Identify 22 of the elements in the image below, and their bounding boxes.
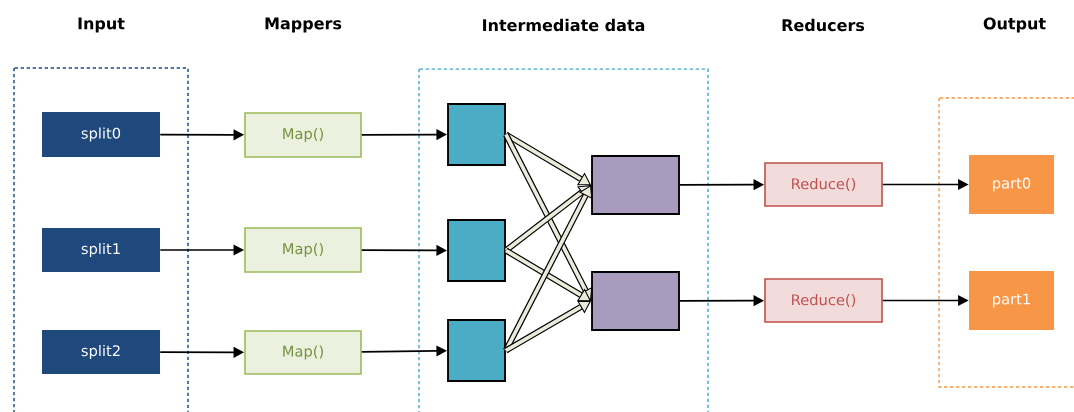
shuffle-arrow [503,133,593,301]
intermediate-data-box [447,219,506,282]
output-part-box: part1 [969,271,1054,330]
column-heading: Mappers [265,17,342,33]
reduce-function-box: Reduce() [764,278,883,323]
input-split-box: split1 [42,228,160,272]
output-part-box: part0 [969,155,1054,214]
column-heading: Reducers [782,18,865,32]
map-function-box: Map() [244,227,362,273]
map-function-box: Map() [244,330,362,375]
column-heading: Intermediate data [483,18,645,32]
intermediate-data-box [447,103,506,166]
grouped-data-box [591,271,680,331]
shuffle-arrow [503,185,593,352]
intermediate-data-box [447,319,506,382]
input-split-box: split2 [42,330,160,374]
input-split-box: split0 [42,112,160,157]
column-heading: Output [983,17,1046,33]
reduce-function-box: Reduce() [764,162,883,207]
column-heading: Input [78,17,125,33]
grouped-data-box [591,155,680,215]
map-function-box: Map() [244,112,362,158]
